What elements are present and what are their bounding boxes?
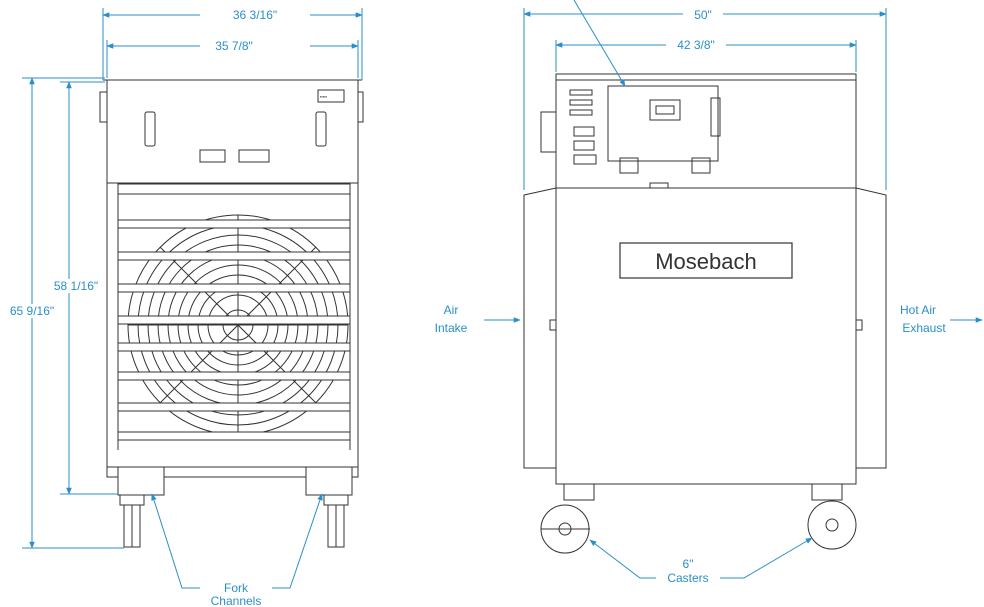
caster-leaders [589,537,813,579]
casters-label-line2: Casters [667,571,708,585]
fork-channel-left [117,466,165,496]
front-plate-1: ▪▪▪▪▪ [320,94,328,99]
dim-front-overall-height: 65 9/16" [10,304,54,318]
front-caster-left [119,494,145,548]
hot-air-label-line1: Hot Air [900,303,936,317]
hot-air-label-line2: Exhaust [902,321,946,335]
side-caster-right [807,500,857,550]
brand-plate [619,242,793,279]
control-box [607,85,719,162]
dim-side-body-width: 42 3/8" [677,38,715,52]
brand-name: Mosebach [655,249,757,274]
front-handle-left [144,111,156,147]
side-exhaust-panel [855,187,887,469]
dim-front-body-height: 58 1/16" [54,279,98,293]
fork-channels-label-line1: Fork [224,581,249,595]
side-view [523,73,887,554]
casters-label-line1: 6" [683,557,694,571]
fork-channel-right [305,466,353,496]
front-handle-right [315,111,327,147]
fan-guard [127,214,349,436]
fork-channel-leaders [151,493,323,589]
side-body [555,187,857,485]
dim-front-body-width: 35 7/8" [215,39,253,53]
air-intake-label-line2: Intake [435,321,468,335]
front-view [99,79,364,548]
fan-bars [117,219,351,441]
side-intake-panel [523,187,557,469]
dim-side-overall-width: 50" [694,8,712,22]
air-intake-label-line1: Air [444,303,459,317]
dim-front-overall-width: 36 3/16" [233,8,277,22]
fork-channels-label-line2: Channels [211,594,262,607]
front-caster-right [323,494,349,548]
